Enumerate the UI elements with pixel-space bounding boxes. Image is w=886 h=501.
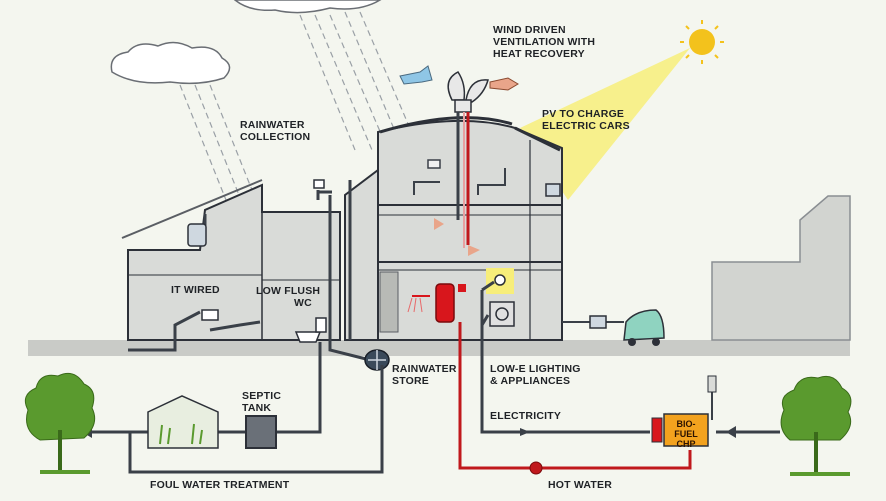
- foul-water-line: [92, 342, 322, 434]
- electricity-line: [480, 280, 650, 434]
- hot-water-label: HOT WATER: [548, 479, 613, 491]
- rainwater-store-icon: [364, 349, 390, 371]
- duct-inlet-arrow-icon: [434, 218, 444, 230]
- left-cloud: [110, 41, 231, 85]
- low-e-lighting-label: LOW-E LIGHTING& APPLIANCES: [490, 363, 581, 387]
- tap-icon: [313, 179, 325, 189]
- electricity-label: ELECTRICITY: [490, 410, 562, 422]
- cold-air-arrow-icon: [399, 65, 433, 85]
- appliance-icon: [489, 301, 515, 327]
- water-butt-icon: [187, 223, 207, 247]
- ground-strip: [28, 340, 850, 356]
- heat-exchanger-icon: [458, 284, 466, 292]
- warm-air-arrow-icon: [489, 77, 519, 91]
- wc-icon: [294, 317, 327, 343]
- neighbour-building: [711, 195, 851, 341]
- hot-water-pump-icon: [529, 461, 543, 475]
- car-charger-icon: [589, 315, 607, 329]
- septic-tank-icon: [245, 415, 277, 449]
- it-wired-label: IT WIRED: [171, 284, 220, 296]
- electric-car-icon: [623, 309, 665, 346]
- foul-water-treatment-label: FOUL WATER TREATMENT: [150, 479, 290, 491]
- hot-water-cylinder-icon: [435, 283, 455, 323]
- electric-arrow-icon: [520, 428, 530, 436]
- pv-inverter-icon: [545, 183, 561, 197]
- rain-streaks-left: [179, 84, 259, 211]
- it-socket-icon: [201, 309, 219, 321]
- reed-bed-icon: [147, 395, 219, 449]
- wind-cowl-icon: [447, 71, 489, 113]
- top-cloud: [233, 0, 382, 14]
- sun-icon: [680, 20, 724, 64]
- rain-streaks-top: [299, 11, 416, 151]
- light-bulb-icon: [494, 274, 506, 286]
- left-tree-icon: [24, 372, 96, 474]
- right-tree-icon: [780, 375, 852, 476]
- vent-unit-icon: [427, 159, 441, 169]
- bio-fuel-chp-unit: [663, 413, 709, 447]
- flue-icon: [707, 375, 717, 393]
- rainwater-pipes: [128, 180, 371, 362]
- fuel-input-arrow-icon: [726, 426, 736, 438]
- hot-water-line: [458, 322, 692, 470]
- duct-outlet-arrow-icon: [468, 245, 480, 256]
